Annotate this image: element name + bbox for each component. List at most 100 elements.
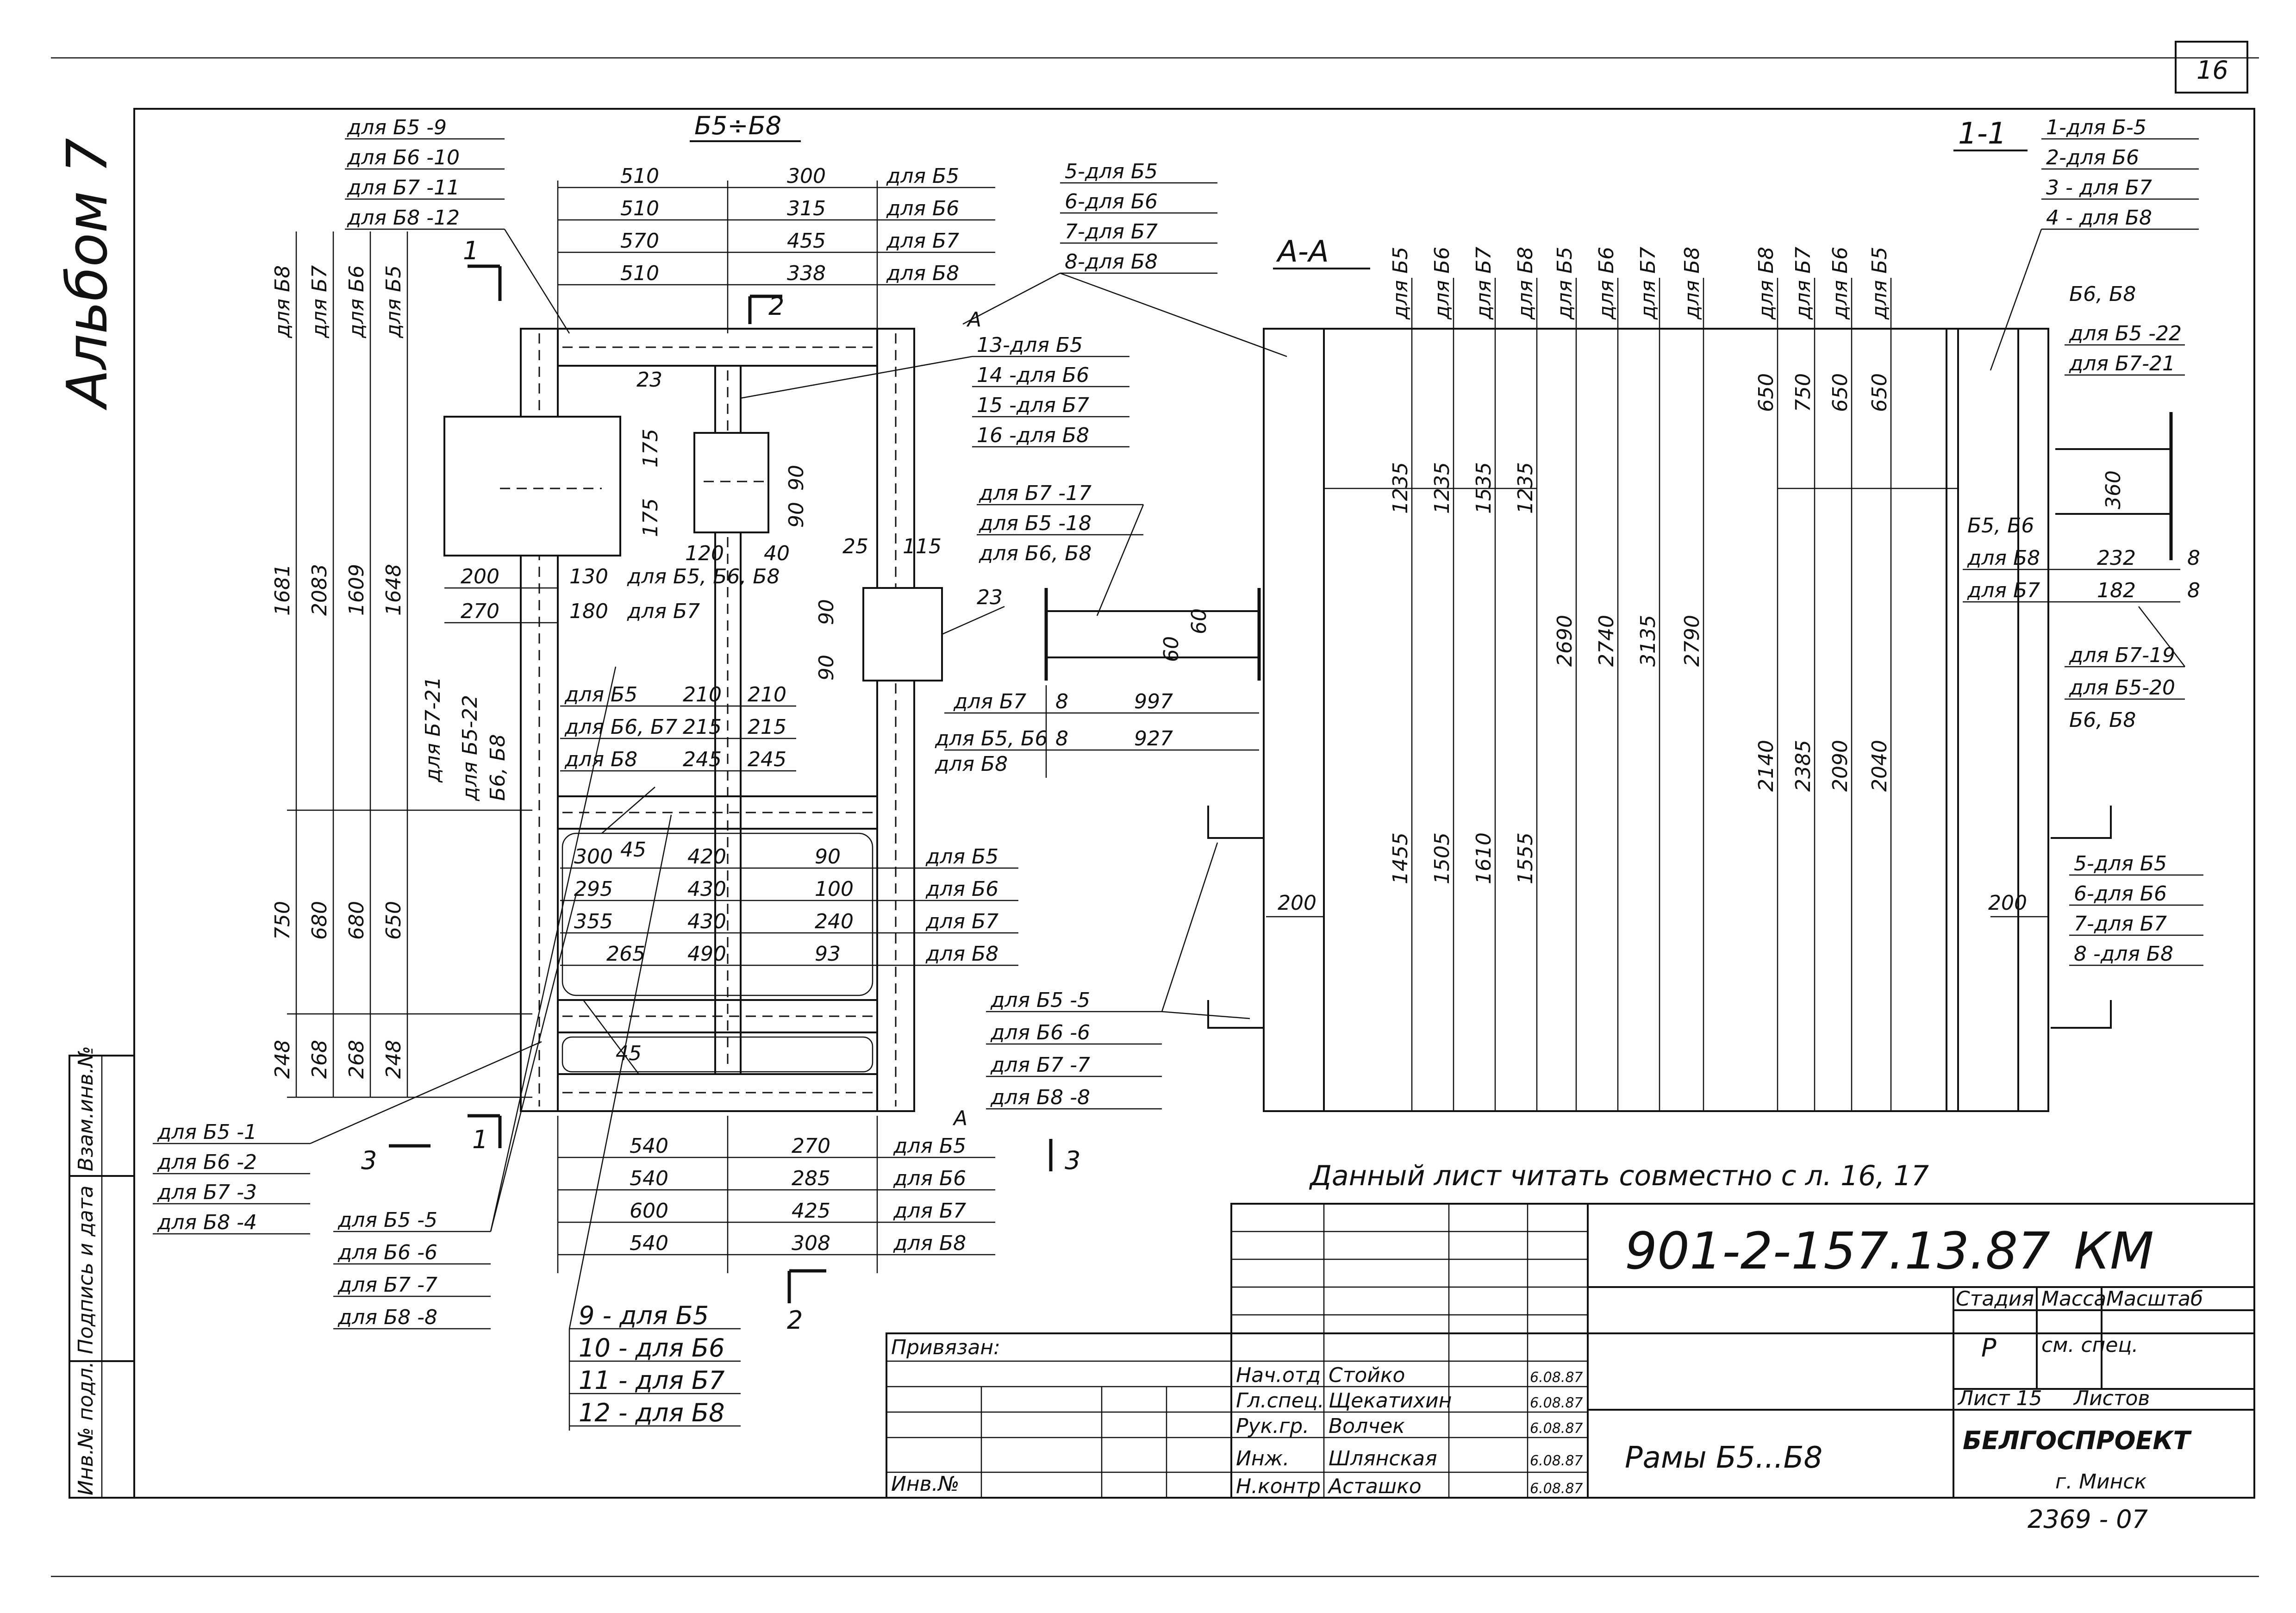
mass-value: см. спец. xyxy=(2041,1333,2138,1357)
lower-label: для Б7 xyxy=(925,910,998,933)
aa-upper: 1535 xyxy=(1472,462,1496,514)
dim-text: 90 xyxy=(785,502,808,528)
callout: 7-для Б7 xyxy=(1065,220,1158,244)
callout: 4 - для Б8 xyxy=(2046,206,2152,230)
web-a: 210 xyxy=(683,683,722,706)
callout: для Б5 -1 xyxy=(157,1120,257,1144)
callouts-mid-right: 13-для Б5 14 -для Б6 15 -для Б7 16 -для … xyxy=(740,333,1129,448)
dim-text: 180 xyxy=(569,600,608,623)
staff-role: Гл.спец. xyxy=(1236,1389,1324,1413)
height-mid: 750 xyxy=(271,901,294,940)
cut-2-top: 2 xyxy=(768,292,784,321)
callout: для Б6 -10 xyxy=(347,146,460,169)
frame-view: Б5÷Б8 xyxy=(153,111,1287,1431)
bar-label: Б6, Б8 xyxy=(2069,282,2136,306)
bar-label: для Б5 -22 xyxy=(2069,322,2182,345)
row-t: 8 xyxy=(2187,546,2200,570)
callout: для Б8 -4 xyxy=(157,1211,257,1234)
dim-text: 60 xyxy=(1160,636,1183,662)
dim-text: для Б7 xyxy=(627,600,700,623)
lower-label: для Б6 xyxy=(925,877,998,901)
callouts-bottom-left: для Б5 -1 для Б6 -2 для Б7 -3 для Б8 -4 xyxy=(153,1041,542,1235)
dim-text: 25 xyxy=(842,535,868,558)
height-bot: 248 xyxy=(271,1040,294,1079)
stage-header: Стадия xyxy=(1956,1287,2034,1311)
mass-header: Масса xyxy=(2041,1287,2106,1311)
scale-header: Масштаб xyxy=(2106,1287,2203,1311)
len-t: 8 xyxy=(1055,690,1068,713)
section-aa-title: А-А xyxy=(1276,235,1329,269)
top-dim-label: для Б6 xyxy=(886,197,959,220)
callout: для Б6 -2 xyxy=(157,1150,257,1174)
aa-right-upper: 650 xyxy=(1828,373,1852,412)
web-label: для Б5 xyxy=(564,683,637,706)
len-label: для Б8 xyxy=(935,752,1008,776)
dim-text: 270 xyxy=(461,600,499,623)
top-dim-row: 570 455 для Б7 xyxy=(558,229,995,253)
web-label: для Б8 xyxy=(564,748,637,771)
sheet-number: 16 xyxy=(2196,56,2228,85)
doc-title: Рамы Б5...Б8 xyxy=(1625,1441,1822,1475)
col-label: для Б8 xyxy=(271,265,294,338)
dim-text: 130 xyxy=(569,565,608,588)
dim-text: 120 xyxy=(685,542,724,565)
callout: 2-для Б6 xyxy=(2046,146,2139,169)
top-dim-w: 570 xyxy=(620,229,659,253)
len-t: 8 xyxy=(1055,727,1068,750)
callout: для Б6 -6 xyxy=(337,1241,437,1264)
section-aa: А-А для Б5 для Б6 для Б7 для Б8 xyxy=(1207,235,2019,1112)
cut-2-bottom: 2 xyxy=(787,1306,803,1335)
staff-row: Инж. Шлянская 6.08.87 xyxy=(1236,1447,1583,1470)
cut-label-a: А xyxy=(966,308,981,331)
bottom-label: для Б5 xyxy=(893,1134,966,1158)
callout: для Б7 -7 xyxy=(990,1053,1090,1077)
callout: для Б5 -18 xyxy=(979,512,1092,535)
staff-row: Нач.отд Стойко 6.08.87 xyxy=(1236,1363,1583,1387)
len-value: 927 xyxy=(1134,727,1173,750)
aa-mid: 2790 xyxy=(1680,615,1704,667)
row-label: для Б7 xyxy=(1967,579,2040,602)
staff-name: Асташко xyxy=(1327,1475,1422,1498)
callout: для Б5 -5 xyxy=(990,988,1090,1012)
callout: 9 - для Б5 xyxy=(579,1301,709,1330)
aa-right-upper: 750 xyxy=(1791,373,1815,412)
lower-label: для Б5 xyxy=(925,845,998,869)
height-top: 1681 xyxy=(271,564,294,616)
side-stamp: Инв.№ подл. Подпись и дата Взам.инв.№ xyxy=(69,1046,135,1499)
top-dim-v: 455 xyxy=(787,229,826,253)
staff-role: Рук.гр. xyxy=(1236,1414,1309,1438)
row-value: 182 xyxy=(2097,579,2136,602)
aa-right-lower: 2090 xyxy=(1828,740,1852,792)
callout: для Б7 -3 xyxy=(157,1181,257,1204)
aa-col-label: для Б7 xyxy=(1636,247,1660,320)
aa-col-label: для Б8 xyxy=(1754,247,1778,320)
height-top: 1648 xyxy=(382,564,406,616)
callout: 3 - для Б7 xyxy=(2046,176,2152,200)
section-11-title: 1-1 xyxy=(1958,117,2007,151)
callout: для Б7-19 xyxy=(2069,644,2175,667)
callouts-bottom-mid: для Б5 -5 для Б6 -6 для Б7 -7 для Б8 -8 xyxy=(333,666,617,1330)
bottom-w: 540 xyxy=(630,1232,668,1255)
side-stamp-replace: Взам.инв.№ xyxy=(74,1046,98,1171)
sheet-note: Данный лист читать совместно с л. 16, 17 xyxy=(1309,1160,1929,1192)
callout: для Б7 -17 xyxy=(979,481,1092,505)
col-label: для Б6 xyxy=(345,265,368,338)
web-b: 245 xyxy=(748,748,786,771)
left-height-dims: для Б8 для Б7 для Б6 для Б5 1681 2083 16… xyxy=(271,231,532,1098)
callout: Б6, Б8 xyxy=(2069,708,2136,732)
bottom-dims: 540 270 для Б5 540 285 для Б6 600 425 дл… xyxy=(557,1116,995,1273)
callout: 16 -для Б8 xyxy=(977,424,1089,447)
lower-label: для Б8 xyxy=(925,942,998,966)
bottom-label: для Б6 xyxy=(893,1167,966,1190)
stage-value: Р xyxy=(1981,1333,1997,1363)
aa-upper: 1235 xyxy=(1389,462,1412,514)
height-top: 2083 xyxy=(308,564,331,616)
top-dim-row: 510 315 для Б6 xyxy=(558,197,995,221)
lower-c: 100 xyxy=(815,877,854,901)
top-dim-w: 510 xyxy=(620,262,659,285)
bracket-detail: 23 25 115 90 90 60 60 для Б7 -17 для Б5 … xyxy=(815,481,1261,1130)
web-a: 245 xyxy=(683,748,722,771)
dim-text: 90 xyxy=(815,655,838,681)
bottom-w: 600 xyxy=(630,1199,668,1223)
